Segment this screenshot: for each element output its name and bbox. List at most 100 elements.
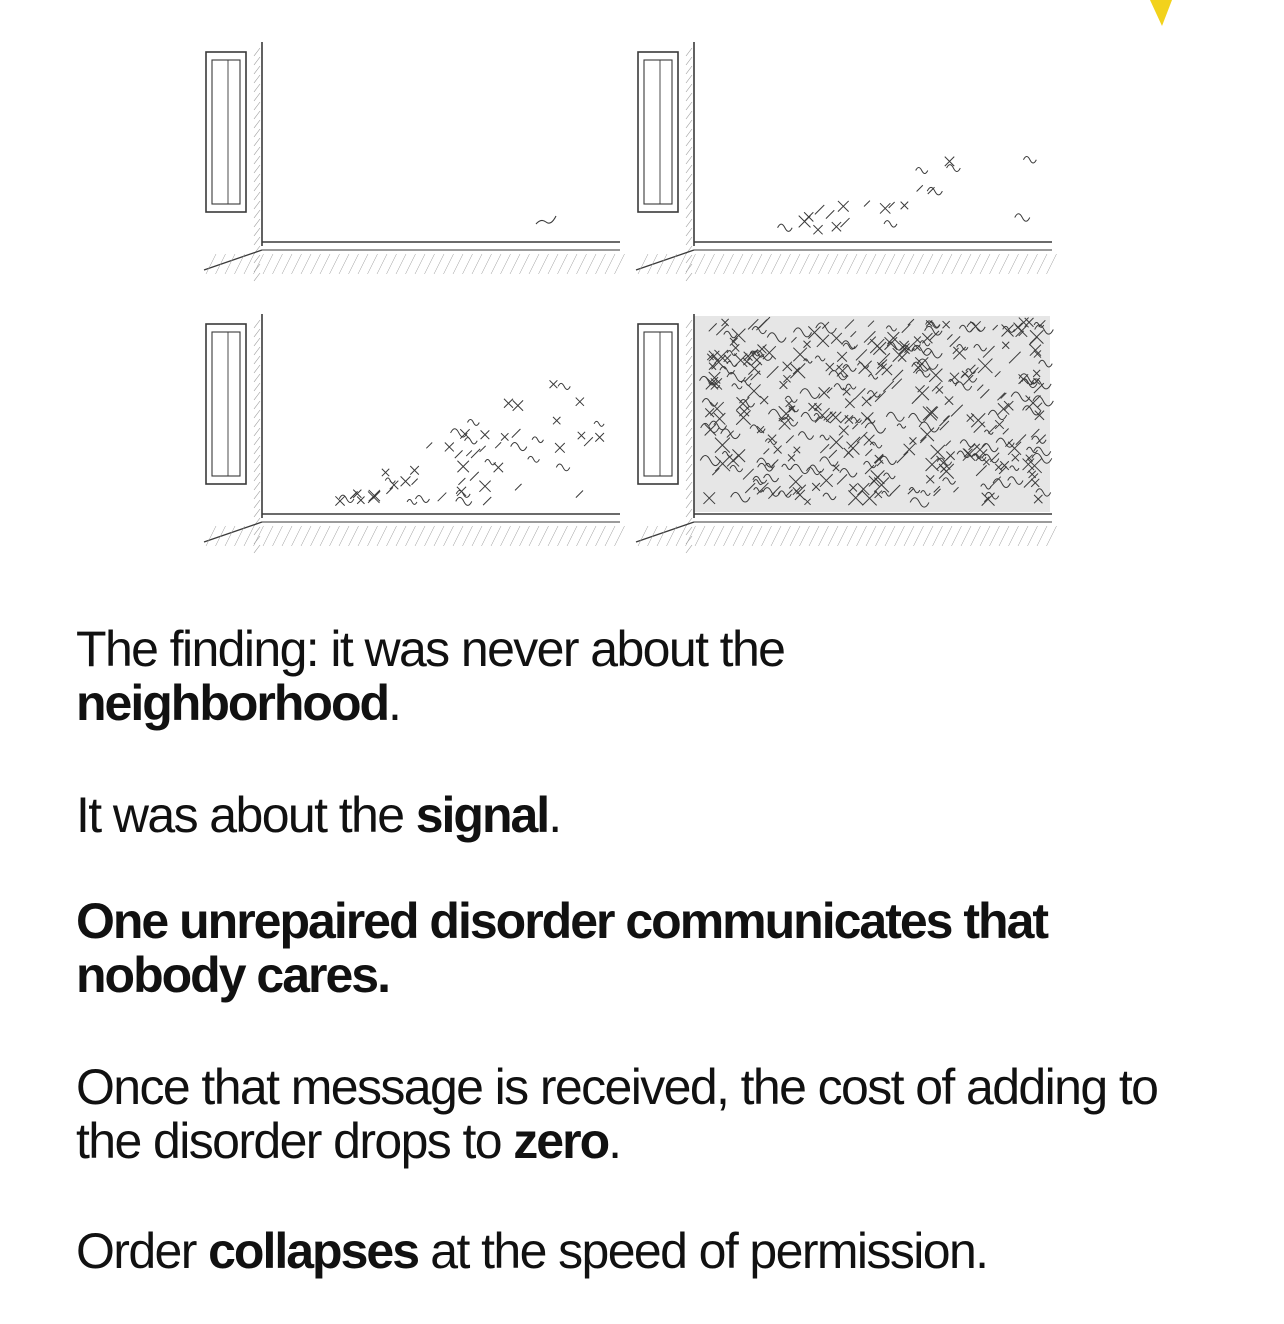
scribble-mark	[1033, 494, 1043, 504]
scribble-mark	[1009, 465, 1020, 471]
scribble-mark	[838, 425, 849, 436]
scribble-mark	[752, 475, 768, 484]
scribble-mark	[921, 332, 933, 344]
scribble-mark	[949, 336, 961, 348]
panel-many-marks	[200, 310, 630, 560]
scribble-mark	[768, 408, 790, 420]
scribble-mark	[962, 374, 974, 386]
scribble-mark	[458, 477, 466, 486]
scribble-mark	[839, 467, 858, 478]
scribble-mark	[950, 404, 964, 417]
scribble-mark	[1033, 446, 1052, 457]
scribble-mark	[1000, 392, 1007, 399]
scribble-mark	[847, 436, 861, 449]
scribble-mark	[913, 344, 921, 352]
scribble-mark	[987, 424, 997, 434]
scribble-mark	[915, 167, 929, 175]
scribble-mark	[920, 427, 935, 442]
scribble-mark	[946, 164, 961, 172]
scribble-mark	[713, 412, 726, 425]
scribble-mark	[925, 320, 941, 329]
scribble-mark	[942, 477, 956, 485]
scribble-mark	[753, 487, 764, 493]
scribble-mark	[825, 209, 835, 219]
scribble-mark	[1038, 359, 1053, 368]
scribble-mark	[935, 385, 944, 394]
scribble-mark	[736, 396, 750, 411]
scribble-mark	[999, 460, 1010, 471]
scribble-mark	[883, 220, 898, 228]
scribble-mark	[1002, 428, 1010, 435]
scribble-mark	[876, 361, 885, 369]
scribble-mark	[793, 327, 812, 338]
scribble-mark	[454, 449, 463, 459]
scribble-mark	[409, 465, 420, 475]
scribble-mark	[826, 387, 833, 394]
scribble-mark	[719, 366, 735, 375]
scribble-mark	[873, 477, 890, 493]
scribble-mark	[804, 498, 811, 506]
scribble-mark	[917, 384, 925, 393]
scribble-mark	[527, 455, 540, 463]
scribble-mark	[814, 407, 830, 423]
scribble-mark	[981, 443, 999, 453]
scribble-mark	[889, 484, 901, 496]
scribble-mark	[1032, 395, 1054, 407]
scribble-mark	[811, 482, 821, 492]
scribble-mark	[836, 364, 849, 377]
scribble-mark	[992, 324, 999, 331]
scribble-mark	[512, 400, 524, 412]
scribble-mark	[785, 399, 793, 408]
scribble-mark	[766, 365, 779, 379]
scribble-mark	[813, 402, 822, 411]
scribble-mark	[828, 449, 838, 459]
scribble-mark	[1031, 452, 1053, 464]
scribble-mark	[411, 478, 419, 486]
scribble-mark	[352, 489, 362, 499]
scribble-mark	[700, 422, 720, 433]
scribble-mark	[856, 431, 868, 443]
scribble-mark	[956, 343, 969, 351]
scribble-mark	[479, 480, 491, 493]
scribble-mark	[535, 215, 557, 225]
scribble-mark	[813, 413, 824, 419]
scribble-mark	[863, 200, 871, 207]
scribble-mark	[945, 451, 956, 461]
scribble-mark	[987, 409, 1008, 421]
scribble-mark	[777, 490, 792, 498]
scribble-mark	[916, 358, 939, 370]
scribble-mark	[1018, 330, 1025, 337]
scribble-mark	[763, 473, 780, 483]
scribble-mark	[782, 361, 793, 372]
scribble-mark	[792, 486, 801, 496]
scribble-mark	[729, 337, 738, 346]
signal-lead: It was about the	[76, 787, 416, 843]
scribble-mark	[349, 491, 358, 499]
scribble-mark	[425, 442, 433, 449]
scribble-mark	[940, 465, 948, 473]
scribble-mark	[500, 432, 509, 441]
scribble-mark	[797, 431, 815, 440]
finding-lead: The finding: it was never about the	[76, 621, 786, 677]
collapse-tail: at the speed of permission.	[418, 1223, 989, 1279]
scribble-mark	[455, 496, 473, 506]
panel-single-mark	[200, 38, 630, 288]
scribble-mark	[862, 490, 877, 506]
scribble-mark	[850, 330, 857, 338]
scribble-mark	[704, 408, 715, 418]
scribble-mark	[338, 494, 355, 503]
scribble-mark	[892, 369, 904, 381]
scribble-mark	[909, 436, 917, 445]
scribble-mark	[789, 363, 806, 379]
scribble-mark	[709, 382, 721, 389]
scribble-mark	[981, 453, 1000, 464]
scribble-mark	[371, 490, 381, 500]
scribble-mark	[790, 336, 797, 343]
scribble-mark	[766, 332, 787, 343]
scribble-mark	[939, 420, 950, 431]
scribble-mark	[779, 380, 788, 390]
scribble-mark	[975, 465, 987, 477]
scribble-mark	[896, 451, 909, 464]
scribble-mark	[744, 482, 756, 494]
scribble-mark	[577, 431, 586, 440]
